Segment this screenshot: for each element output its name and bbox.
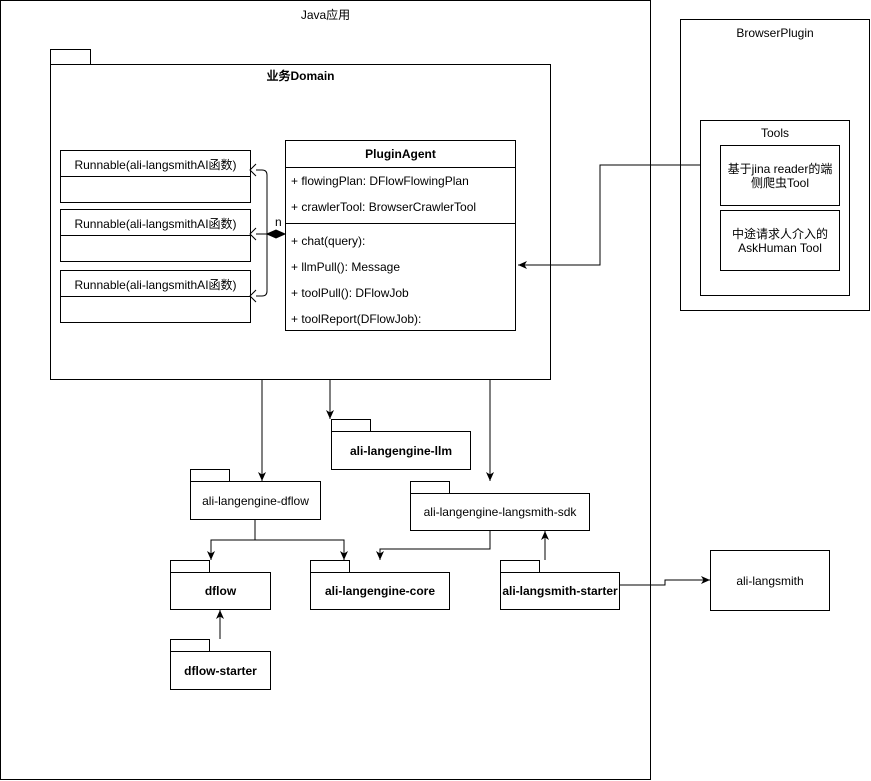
core-package: ali-langengine-core (310, 572, 450, 610)
crawler-tool-label: 基于jina reader的端侧爬虫Tool (727, 161, 833, 190)
plugin-agent-class: PluginAgent + flowingPlan: DFlowFlowingP… (285, 140, 516, 331)
langsmith-sdk-package-label: ali-langengine-langsmith-sdk (423, 505, 577, 519)
aggregation-arrow-middle (249, 227, 257, 241)
fields-divider (286, 223, 515, 224)
starter-to-ali-langsmith-connector (620, 576, 710, 586)
field-flowing-plan: + flowingPlan: DFlowFlowingPlan (291, 174, 469, 188)
ali-langsmith-box: ali-langsmith (710, 550, 830, 611)
dflow-package-tab (190, 469, 230, 482)
dflow-starter-package-label: dflow-starter (184, 663, 257, 678)
dflow-starter-package-tab (170, 639, 210, 652)
runnable-divider (60, 176, 251, 177)
plugin-agent-name: PluginAgent (365, 147, 436, 161)
langsmith-starter-package: ali-langsmith-starter (500, 572, 620, 610)
aggregation-arrow-bottom (249, 289, 257, 303)
runnable-label: Runnable(ali-langsmithAI函数) (74, 278, 237, 292)
langsmith-sdk-package-tab (410, 481, 450, 494)
java-app-title: Java应用 (300, 8, 351, 22)
llm-package: ali-langengine-llm (331, 431, 471, 470)
runnable-divider (60, 296, 251, 297)
langsmith-sdk-package: ali-langengine-langsmith-sdk (410, 493, 590, 531)
browser-plugin-title: BrowserPlugin (736, 26, 814, 40)
dflow-core-package-tab (170, 560, 210, 573)
ask-human-tool-box: 中途请求人介入的AskHuman Tool (720, 210, 840, 271)
dflow-to-dflow-core-connector (207, 520, 256, 560)
dflow-core-package-label: dflow (204, 584, 237, 598)
langsmith-starter-package-tab (500, 560, 540, 573)
core-package-label: ali-langengine-core (324, 584, 436, 598)
method-tool-pull: + toolPull(): DFlowJob (291, 286, 409, 300)
field-crawler-tool: + crawlerTool: BrowserCrawlerTool (291, 200, 477, 214)
aggregation-arrow-top (249, 163, 257, 177)
dflow-package: ali-langengine-dflow (190, 481, 321, 520)
dflow-package-label: ali-langengine-dflow (202, 493, 309, 508)
multiplicity-label: n (275, 215, 282, 229)
class-name-divider (286, 167, 515, 168)
domain-package-title: 业务Domain (266, 69, 335, 83)
runnable-label: Runnable(ali-langsmithAI函数) (74, 217, 237, 231)
langsmith-starter-package-label: ali-langsmith-starter (502, 584, 618, 598)
runnable-label: Runnable(ali-langsmithAI函数) (74, 158, 237, 172)
core-package-tab (310, 560, 350, 573)
runnable-divider (60, 235, 251, 236)
aggregation-line-bottom (256, 234, 268, 297)
method-tool-report: + toolReport(DFlowJob): (291, 312, 422, 326)
tools-to-agent-connector (518, 164, 700, 269)
ask-human-tool-label: 中途请求人介入的AskHuman Tool (731, 226, 828, 255)
ali-langsmith-label: ali-langsmith (736, 573, 804, 588)
langsmith-sdk-to-core-connector (376, 531, 491, 560)
method-llm-pull: + llmPull(): Message (291, 260, 401, 274)
aggregation-diamond (265, 229, 287, 239)
llm-package-label: ali-langengine-llm (349, 443, 452, 458)
tools-title: Tools (760, 126, 789, 140)
crawler-tool-box: 基于jina reader的端侧爬虫Tool (720, 145, 840, 206)
aggregation-line-top (256, 169, 268, 234)
domain-package-tab (50, 49, 91, 65)
dflow-starter-package: dflow-starter (170, 651, 271, 690)
llm-package-tab (331, 419, 371, 432)
dflow-core-package: dflow (170, 572, 271, 610)
method-chat: + chat(query): (291, 234, 366, 248)
dflow-to-core-connector (255, 539, 348, 560)
